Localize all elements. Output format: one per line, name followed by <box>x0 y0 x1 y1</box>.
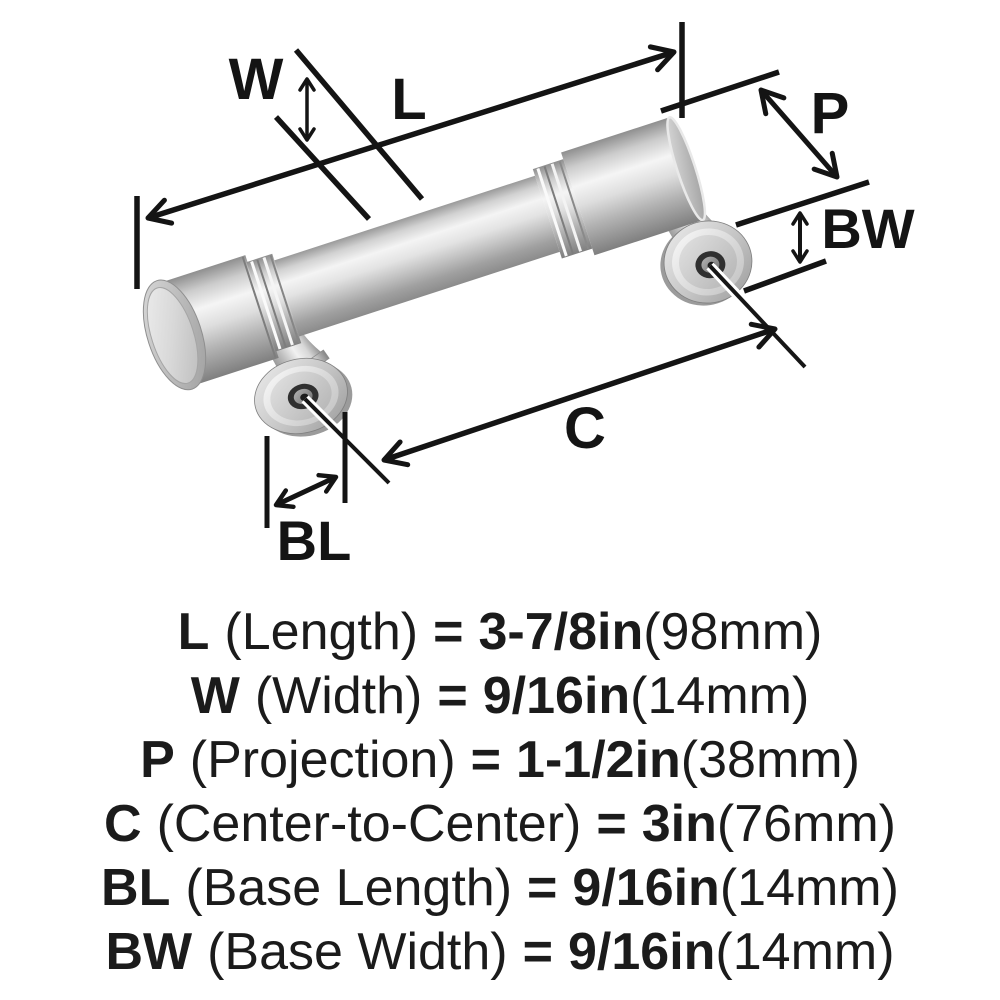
spec-equals: = <box>522 923 553 981</box>
spec-line-base-length: BL(Base Length)=9/16in(14mm) <box>0 856 1000 920</box>
base-width-tick-bottom <box>743 258 827 294</box>
spec-equals: = <box>470 731 502 789</box>
spec-equals: = <box>527 859 558 917</box>
spec-equals: = <box>437 667 468 725</box>
length-dimension-arrow <box>145 44 677 226</box>
spec-code: P <box>140 731 175 789</box>
spec-equals: = <box>596 795 627 853</box>
spec-code: C <box>104 795 142 853</box>
handle-bar <box>142 115 707 391</box>
label-base-length: BL <box>277 509 352 572</box>
spec-equals: = <box>433 603 464 661</box>
spec-value-metric: (98mm) <box>643 603 823 661</box>
left-cap-face <box>146 287 199 385</box>
spec-line-base-width: BW(Base Width)= 9/16in(14mm) <box>0 920 1000 984</box>
label-length: L <box>391 67 426 132</box>
spec-line-width: W(Width)=9/16in(14mm) <box>0 664 1000 728</box>
spec-value-imperial: 9/16in <box>482 667 631 725</box>
right-screw-axis-line <box>708 264 807 369</box>
spec-name: (Width) <box>254 667 423 725</box>
label-base-width: BW <box>821 197 914 260</box>
spec-value-imperial: 9/16in <box>572 859 720 917</box>
width-extension-line-bottom <box>273 115 372 221</box>
base-length-dimension-arrow <box>273 472 339 510</box>
spec-line-center-to-center: C(Center-to-Center)=3in(76mm) <box>0 792 1000 856</box>
projection-tick-top <box>660 69 780 114</box>
dimension-diagram: W L P BW C BL <box>134 22 915 572</box>
spec-code: BL <box>101 859 171 917</box>
label-projection: P <box>811 81 850 146</box>
spec-value-metric: (14mm) <box>715 923 895 981</box>
dimension-spec-list: L(Length)=3-7/8in(98mm) W(Width)=9/16in(… <box>0 600 1000 984</box>
spec-value-imperial: 1-1/2in <box>516 731 681 789</box>
spec-name: (Length) <box>224 603 419 661</box>
spec-value-imperial: 3in <box>641 795 717 853</box>
spec-value-metric: (14mm) <box>630 667 810 725</box>
spec-name: (Base Width) <box>207 923 508 981</box>
spec-code: BW <box>105 923 193 981</box>
dimension-annotations <box>134 22 870 528</box>
spec-value-metric: (76mm) <box>716 795 896 853</box>
spec-value-imperial: 9/16in <box>568 923 716 981</box>
spec-value-metric: (14mm) <box>719 859 899 917</box>
projection-dimension-arrow <box>758 87 840 180</box>
spec-line-projection: P(Projection)=1-1/2in(38mm) <box>0 728 1000 792</box>
spec-name: (Base Length) <box>185 859 513 917</box>
spec-line-length: L(Length)=3-7/8in(98mm) <box>0 600 1000 664</box>
spec-value-imperial: 3-7/8in <box>478 603 644 661</box>
spec-value-metric: (38mm) <box>680 731 860 789</box>
spec-code: L <box>177 603 210 661</box>
spec-name: (Center-to-Center) <box>156 795 582 853</box>
center-dimension-arrow <box>381 321 778 468</box>
label-center-to-center: C <box>564 396 606 461</box>
spec-code: W <box>190 667 240 725</box>
projection-base-tick <box>735 179 870 228</box>
label-width: W <box>229 47 284 112</box>
bar-cylinder <box>274 175 560 337</box>
spec-name: (Projection) <box>189 731 456 789</box>
